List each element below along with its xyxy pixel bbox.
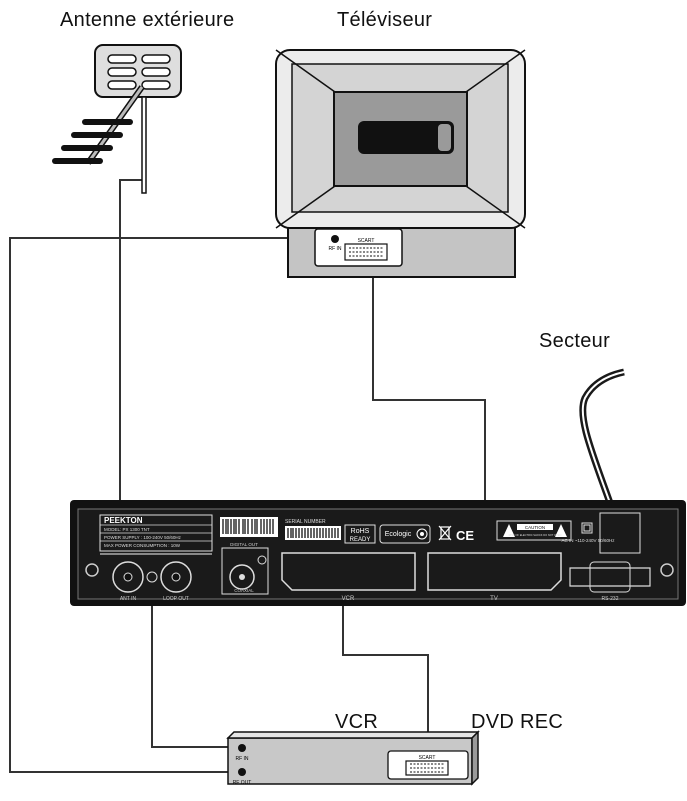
tv-rf-cable	[9, 237, 325, 773]
power-line: POWER SUPPLY : 100-240V 50/60Hz	[104, 535, 182, 540]
tv-port-label: TV	[490, 596, 498, 602]
vcr-scart-cable	[342, 568, 429, 742]
barcode-area: SERIAL NUMBER	[220, 517, 341, 540]
ac-in-label: AC IN ~110-240V 50/60Hz	[561, 538, 615, 543]
power-socket: AC IN ~110-240V 50/60Hz	[561, 512, 641, 554]
antenna-label: Antenne extérieure	[60, 9, 235, 31]
weee-icon	[438, 525, 452, 541]
tv-scart-cable	[372, 262, 486, 560]
brand-logo: PEEKTON	[104, 516, 143, 525]
rs232-label: RS-232	[602, 596, 619, 602]
digital-out-label: DIGITAL OUT	[230, 542, 258, 547]
tv-rf-in-label: RF IN	[328, 246, 341, 252]
rohs-text: RoHS	[351, 528, 370, 535]
rf-connectors: ANT IN LOOP OUT	[100, 553, 212, 602]
recorder-rf-out-label: RF OUT	[233, 780, 252, 786]
receiver-rear-panel: PEEKTON MODEL: PX 1300 TNT POWER SUPPLY …	[70, 500, 686, 606]
loop-out-cable	[151, 578, 228, 748]
mains-label: Secteur	[539, 330, 611, 352]
rs232-port: RS-232	[569, 561, 651, 602]
model-line: MODEL: PX 1300 TNT	[104, 527, 150, 532]
ecologic-text: Ecologic	[385, 531, 412, 538]
ecologic-badge: Ecologic	[379, 524, 431, 544]
recorder-scart-label: SCART	[419, 755, 436, 761]
ready-text: READY	[350, 537, 371, 543]
tv-label: Téléviseur	[337, 9, 433, 31]
consumption-line: MAX POWER CONSUMPTION : 10W	[104, 543, 181, 548]
tv-scart-port: TV	[427, 552, 562, 602]
television: RF IN SCART	[275, 49, 526, 278]
coaxial-label: COAXIAL	[234, 588, 254, 593]
caution-label: CAUTION RISK OF ELECTRIC SHOCK DO NOT OP…	[496, 520, 572, 541]
recorder-rf-in-label: RF IN	[235, 756, 248, 762]
loop-out-label: LOOP OUT	[163, 596, 189, 602]
vcr-label: VCR	[335, 711, 379, 733]
rohs-badge: RoHS READY	[344, 524, 376, 544]
serial-number-label: SERIAL NUMBER	[285, 519, 326, 525]
tv-scart-label: SCART	[358, 238, 375, 244]
caution-sub: RISK OF ELECTRIC SHOCK DO NOT OPEN	[509, 533, 562, 537]
ant-in-label: ANT IN	[120, 596, 137, 602]
vcr-port-label: VCR	[342, 596, 355, 602]
outdoor-antenna	[52, 44, 182, 194]
vcr-dvd-recorder: RF IN RF OUT SCART	[226, 730, 480, 786]
ce-mark: CE	[456, 528, 474, 543]
dvd-label: DVD REC	[471, 711, 564, 733]
caution-title: CAUTION	[525, 525, 545, 530]
brand-sticker: PEEKTON MODEL: PX 1300 TNT POWER SUPPLY …	[99, 514, 213, 552]
digital-coaxial-output: DIGITAL OUT COAXIAL	[221, 542, 269, 595]
vcr-scart-port: VCR	[281, 552, 416, 602]
